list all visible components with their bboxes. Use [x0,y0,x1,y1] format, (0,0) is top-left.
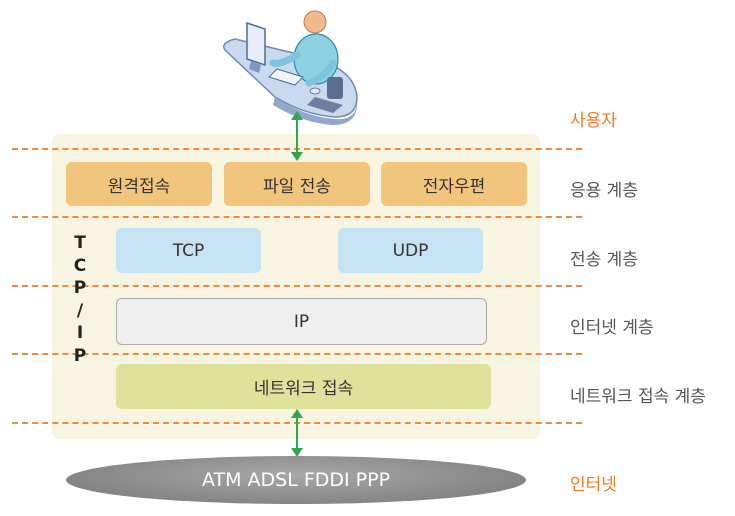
user-link-arrow [291,111,303,161]
tcpip-vertical-label: T C P / I P [73,233,87,366]
network-access-layer-label: 네트워크 접속 계층 [570,387,706,407]
transport-layer-label: 전송 계층 [570,250,638,270]
network-link-arrow [291,409,303,457]
remote-access-box: 원격접속 [66,162,212,206]
user-label: 사용자 [570,111,617,131]
physical-media-label: ATM ADSL FDDI PPP [201,469,391,491]
application-layer-label: 응용 계층 [570,181,638,201]
network-access-box: 네트워크 접속 [116,364,491,409]
user-at-computer-icon [223,10,358,125]
file-transfer-box: 파일 전송 [224,162,370,206]
internet-layer-label: 인터넷 계층 [570,318,654,338]
email-box: 전자우편 [381,162,527,206]
physical-network-ellipse: ATM ADSL FDDI PPP [66,456,526,504]
ip-box: IP [116,298,487,345]
separator-line [12,285,582,287]
separator-line [12,216,582,218]
udp-box: UDP [338,228,483,273]
internet-label: 인터넷 [570,475,617,495]
tcp-box: TCP [116,228,261,273]
separator-line [12,353,582,355]
